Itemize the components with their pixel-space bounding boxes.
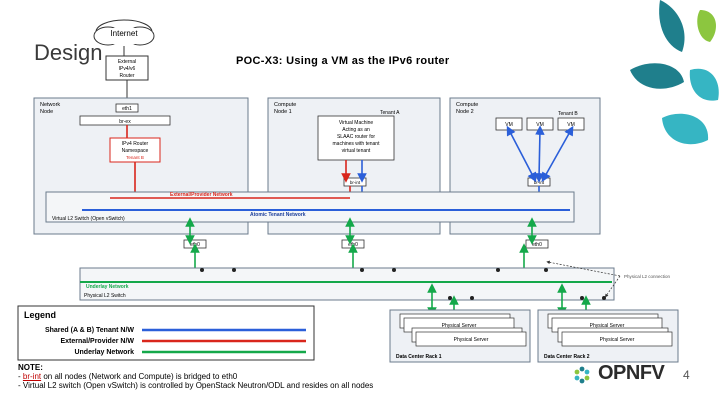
ns-line: Tenant B xyxy=(126,155,144,160)
eth1-label: eth1 xyxy=(122,106,132,112)
page-number: 4 xyxy=(683,368,690,382)
data-center-rack-1: Physical Server Physical Server Data Cen… xyxy=(389,309,531,363)
server-label: Physical Server xyxy=(590,323,625,329)
vm-label: VM xyxy=(567,122,575,128)
node-label: Node 2 xyxy=(456,109,474,115)
note-line-2: - Virtual L2 switch (Open vSwitch) is co… xyxy=(18,381,374,390)
underlay-label: Underlay Network xyxy=(86,284,129,290)
diagram-note: NOTE: - br-int on all nodes (Network and… xyxy=(18,363,373,390)
ns-line: IPv4 Router xyxy=(122,141,149,147)
leaf-shape xyxy=(662,113,709,145)
virtual-l2-switch: External/Provider Network Atomic Tenant … xyxy=(45,191,575,223)
blue-link xyxy=(506,125,537,183)
eth1-port xyxy=(115,103,139,113)
opnfv-logo-mark xyxy=(574,366,590,384)
external-router: External IPv4/v6 Router xyxy=(105,55,149,81)
vm-label: VM xyxy=(505,122,513,128)
br-int-label: br-int xyxy=(534,180,545,185)
external-network-label: External/Provider Network xyxy=(170,192,233,198)
cloud-label: Internet xyxy=(110,29,138,38)
vm-line: machines with tenant xyxy=(333,141,381,147)
router-line: IPv4/v6 xyxy=(119,66,136,72)
leaf-shape xyxy=(697,10,716,42)
legend-item-label: Underlay Network xyxy=(74,349,134,356)
ns-line: Namespace xyxy=(122,148,149,154)
blue-link xyxy=(534,125,545,183)
note-highlight: br-int xyxy=(22,372,42,381)
eth0-label: eth0 xyxy=(532,242,542,248)
leaf-decoration xyxy=(630,0,719,145)
br-int-label: br-int xyxy=(350,180,361,185)
note-line-1: - br-int on all nodes (Network and Compu… xyxy=(18,372,238,381)
l2-switch-label: Virtual L2 Switch (Open vSwitch) xyxy=(52,216,125,222)
legend-item-label: Shared (A & B) Tenant N/W xyxy=(45,327,134,334)
node-label: Network xyxy=(40,102,60,108)
leaf-shape xyxy=(689,68,719,101)
callout-arrow xyxy=(604,275,621,298)
callout-label: Physical L2 connection xyxy=(624,274,671,279)
br-ex-label: br-ex xyxy=(119,119,131,125)
tenant-label: Tenant A xyxy=(380,110,400,116)
tenant-label: Tenant B xyxy=(558,111,578,117)
rack-label: Data Center Rack 2 xyxy=(544,354,590,360)
node-label: Node 1 xyxy=(274,109,292,115)
slide-title: Design xyxy=(34,40,103,65)
ipv4-router-namespace xyxy=(109,137,161,163)
vm-line: SLAAC router for xyxy=(337,134,375,140)
eth0-ports: eth0 eth0 eth0 xyxy=(183,239,549,249)
node-label: Node xyxy=(40,109,53,115)
internet-cloud: Internet xyxy=(93,19,155,46)
note-line-1-text: on all nodes (Network and Compute) is br… xyxy=(41,372,238,381)
legend: Legend Shared (A & B) Tenant N/W Externa… xyxy=(17,305,315,361)
router-line: Router xyxy=(119,73,134,79)
diagram-title: POC-X3: Using a VM as the IPv6 router xyxy=(236,55,450,67)
note-heading: NOTE: xyxy=(18,363,43,372)
legend-title: Legend xyxy=(24,310,56,320)
node-label: Compute xyxy=(274,102,296,108)
rack-label: Data Center Rack 1 xyxy=(396,354,442,360)
eth0-label: eth0 xyxy=(190,242,200,248)
opnfv-logo-text: OPNFV xyxy=(598,362,665,384)
router-line: External xyxy=(118,59,136,65)
vm-label: VM xyxy=(536,122,544,128)
server-label: Physical Server xyxy=(600,337,635,343)
blue-link xyxy=(541,125,574,183)
physical-l2-switch: Underlay Network Physical L2 Switch xyxy=(79,267,615,301)
router-vm xyxy=(317,115,395,161)
server-label: Physical Server xyxy=(454,337,489,343)
callout-arrow xyxy=(546,260,621,277)
eth0-label: eth0 xyxy=(348,242,358,248)
vm-line: virtual tenant xyxy=(342,148,371,154)
server-label: Physical Server xyxy=(442,323,477,329)
node-label: Compute xyxy=(456,102,478,108)
leaf-shape xyxy=(659,0,685,52)
vm-line: Virtual Machine xyxy=(339,120,374,126)
leaf-shape xyxy=(630,63,684,89)
atomic-network-label: Atomic Tenant Network xyxy=(250,212,306,218)
legend-item-label: External/Provider N/W xyxy=(60,338,134,345)
br-ex-bridge xyxy=(79,115,171,126)
physical-l2-label: Physical L2 Switch xyxy=(84,293,126,299)
data-center-rack-2: Physical Server Physical Server Data Cen… xyxy=(537,309,679,363)
vm-line: Acting as an xyxy=(342,127,370,133)
